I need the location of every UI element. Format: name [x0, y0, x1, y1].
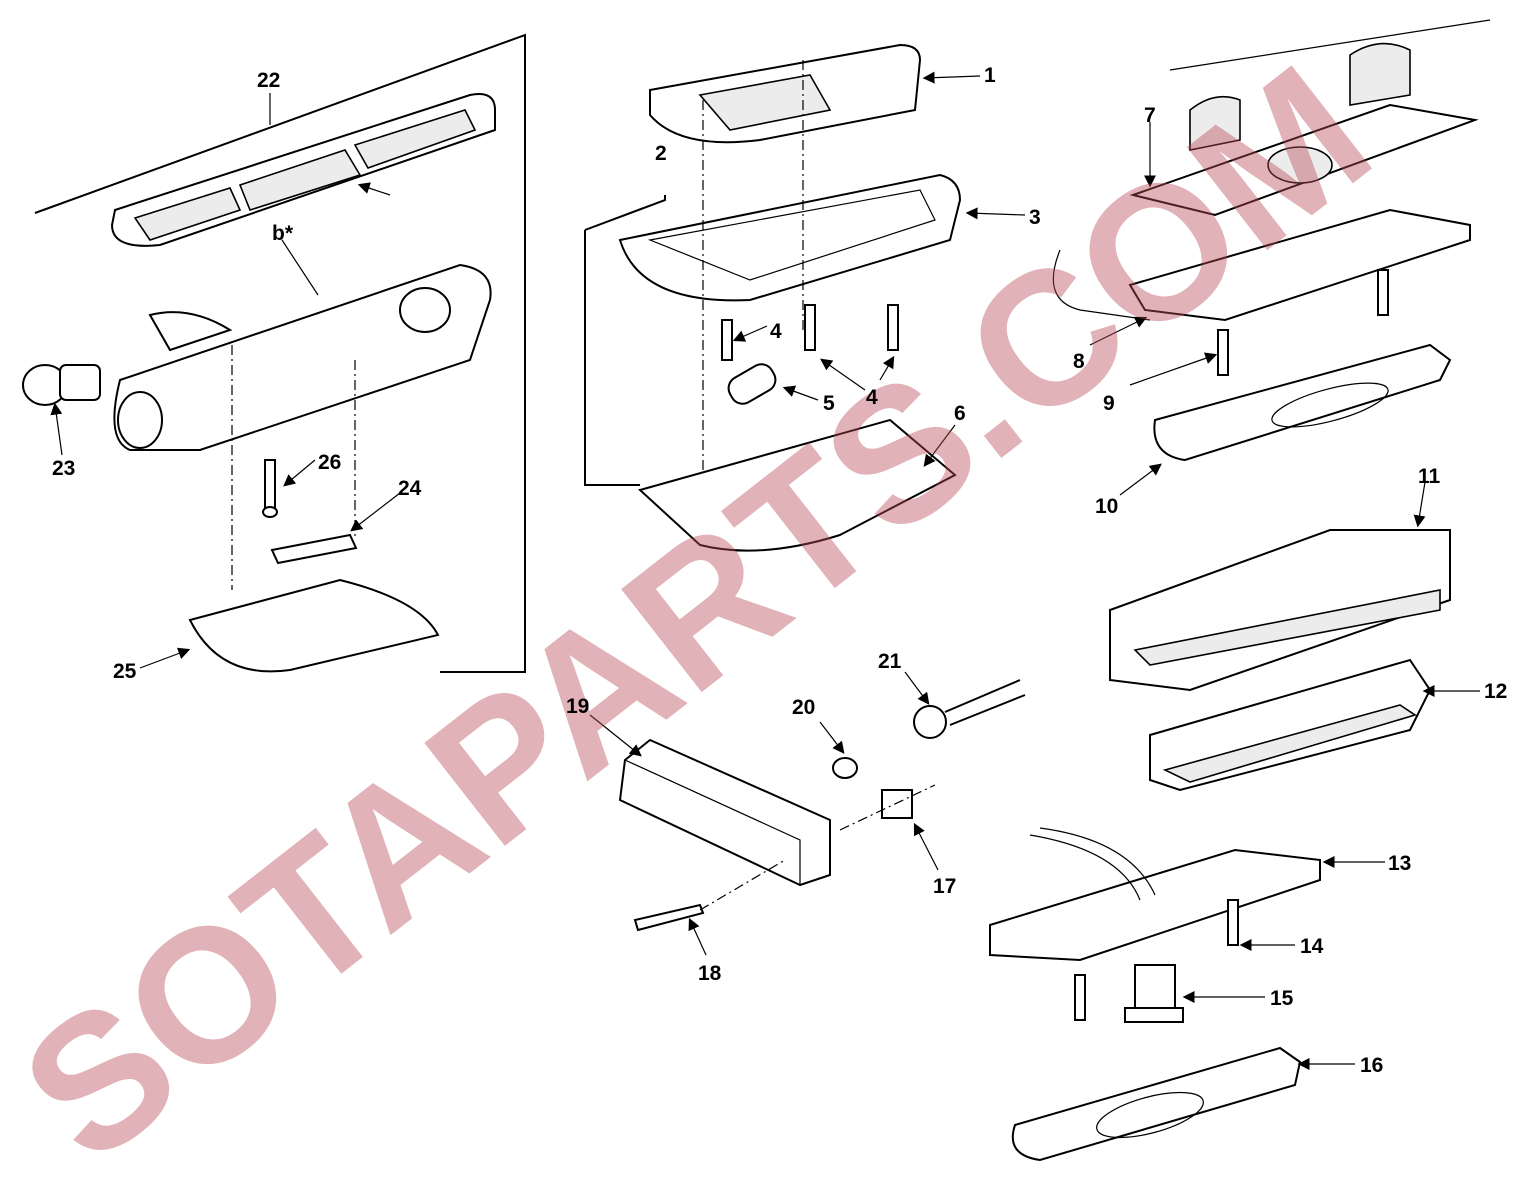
callout-20: 20: [792, 696, 815, 719]
callout-19: 19: [566, 695, 589, 718]
lamp-19-assembly: [618, 679, 1026, 932]
callout-5: 5: [823, 392, 835, 415]
lens-25: [188, 578, 440, 673]
clip-17: [881, 789, 913, 819]
callout-11: 11: [1418, 465, 1441, 488]
callout-6: 6: [954, 402, 966, 425]
leader-arrows: [50, 71, 1480, 1070]
lamp-housing: [113, 263, 492, 451]
lens-16: [1011, 1046, 1302, 1162]
base-13: [989, 827, 1321, 962]
bulb-20: [832, 757, 858, 779]
screw-26: [262, 459, 278, 518]
callout-8: 8: [1073, 350, 1085, 373]
callout-22: 22: [257, 69, 280, 92]
screws-4: [721, 304, 899, 361]
callout-13: 13: [1388, 852, 1411, 875]
callout-17: 17: [933, 875, 956, 898]
callout-4: 4: [770, 320, 782, 343]
callout-1: 1: [984, 64, 996, 87]
socket-21: [913, 679, 1026, 739]
callout-15: 15: [1270, 987, 1294, 1010]
callout-26: 26: [318, 451, 341, 474]
callout-25: 25: [113, 660, 137, 683]
callout-24: 24: [398, 477, 422, 500]
center-assembly: [584, 43, 962, 552]
left-assembly: [22, 33, 526, 673]
callout-b: b*: [272, 222, 294, 245]
callout-16: 16: [1360, 1054, 1383, 1077]
callout-10: 10: [1095, 495, 1118, 518]
lens-panel-22: [110, 93, 496, 247]
callout-14: 14: [1300, 935, 1324, 958]
mounts: [1189, 42, 1411, 151]
callout-labels: 1 2 3 4 4 5 6 7 8 9 10 11 12 13 14 15 16…: [52, 64, 1507, 1077]
callout-4: 4: [866, 386, 878, 409]
housing-3: [618, 173, 962, 302]
lens-6: [637, 418, 957, 552]
callout-9: 9: [1103, 392, 1115, 415]
bulb-5: [727, 363, 777, 405]
festoon-bulb-24: [270, 533, 358, 565]
lens-10: [1153, 343, 1452, 462]
connector-15: [1124, 964, 1184, 1023]
callout-21: 21: [878, 650, 902, 673]
group-frame: [34, 33, 526, 673]
base-8: [1052, 208, 1471, 322]
callout-2: 2: [655, 142, 667, 165]
screws-14: [1074, 899, 1239, 1021]
callout-7: 7: [1144, 104, 1156, 127]
screw-18: [633, 903, 705, 932]
bulb-23: [22, 364, 101, 406]
callout-18: 18: [698, 962, 722, 985]
screws-9: [1217, 269, 1389, 376]
callout-12: 12: [1484, 680, 1507, 703]
lamp-12: [1149, 658, 1432, 792]
callout-23: 23: [52, 457, 75, 480]
right-assembly: [989, 19, 1491, 1162]
plate-7: [1129, 103, 1479, 217]
bezel-11: [1109, 529, 1451, 692]
gasket-1: [649, 43, 922, 144]
callout-3: 3: [1029, 206, 1041, 229]
